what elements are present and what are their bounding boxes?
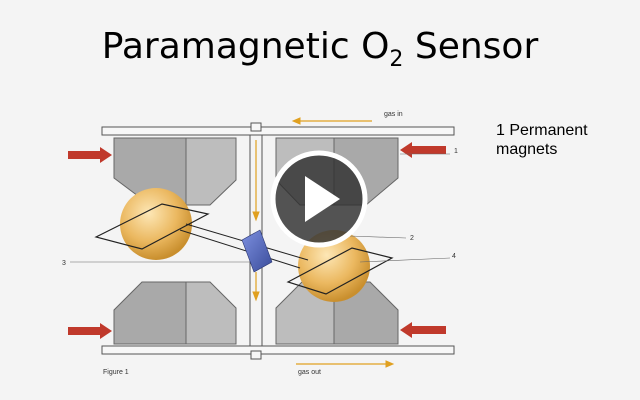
top-plate-inlet [250, 122, 262, 132]
frame-left [94, 203, 210, 250]
figure-label: Figure 1 [103, 369, 129, 376]
top-plate [101, 126, 455, 136]
gas-out-label: gas out [298, 369, 321, 376]
side-note: 1 Permanent magnets [496, 121, 626, 159]
callout-2: 2 [410, 235, 414, 242]
mirror [241, 229, 273, 273]
callout-3: 3 [62, 260, 66, 267]
callout-4: 4 [452, 253, 456, 260]
gas-in-label: gas in [384, 111, 403, 118]
play-icon [305, 176, 340, 222]
sphere-left [120, 188, 192, 260]
play-button[interactable] [270, 150, 368, 248]
magnet-top-left [113, 137, 237, 206]
frame-right [286, 247, 394, 295]
note-line-1: 1 Permanent [496, 122, 588, 139]
gas-flow-arrows [252, 117, 395, 368]
magnet-bottom-left [113, 281, 237, 345]
callout-1: 1 [454, 148, 458, 155]
note-line-2: magnets [496, 141, 558, 158]
bottom-plate [101, 345, 455, 355]
bottom-plate-outlet [250, 350, 262, 360]
slide-title: Paramagnetic O2 Sensor [101, 26, 539, 73]
